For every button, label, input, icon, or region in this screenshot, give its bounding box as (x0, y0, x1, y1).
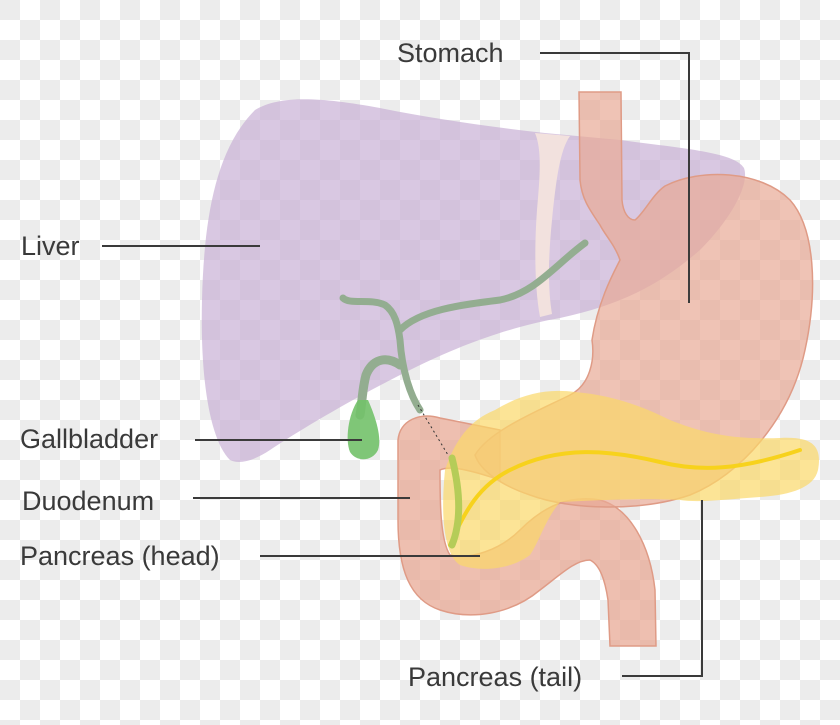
gallbladder-shape (347, 400, 380, 460)
pancreas-tail-leader (622, 500, 703, 677)
common-bile-duct-distal (448, 454, 463, 549)
pancreatic-duct (448, 448, 802, 547)
pancreas-shape (443, 390, 820, 569)
label-pancreas-head: Pancreas (head) (20, 541, 220, 571)
label-stomach: Stomach (397, 38, 504, 68)
label-liver: Liver (21, 231, 80, 261)
hepatic-duct (396, 239, 589, 334)
falciform-ligament (535, 133, 570, 317)
stomach-leader (540, 52, 690, 303)
leader-lines (102, 52, 703, 677)
label-duodenum: Duodenum (22, 486, 155, 516)
bile-duct (339, 294, 424, 414)
label-pancreas-tail: Pancreas (tail) (408, 662, 583, 692)
label-gallbladder: Gallbladder (20, 424, 159, 454)
